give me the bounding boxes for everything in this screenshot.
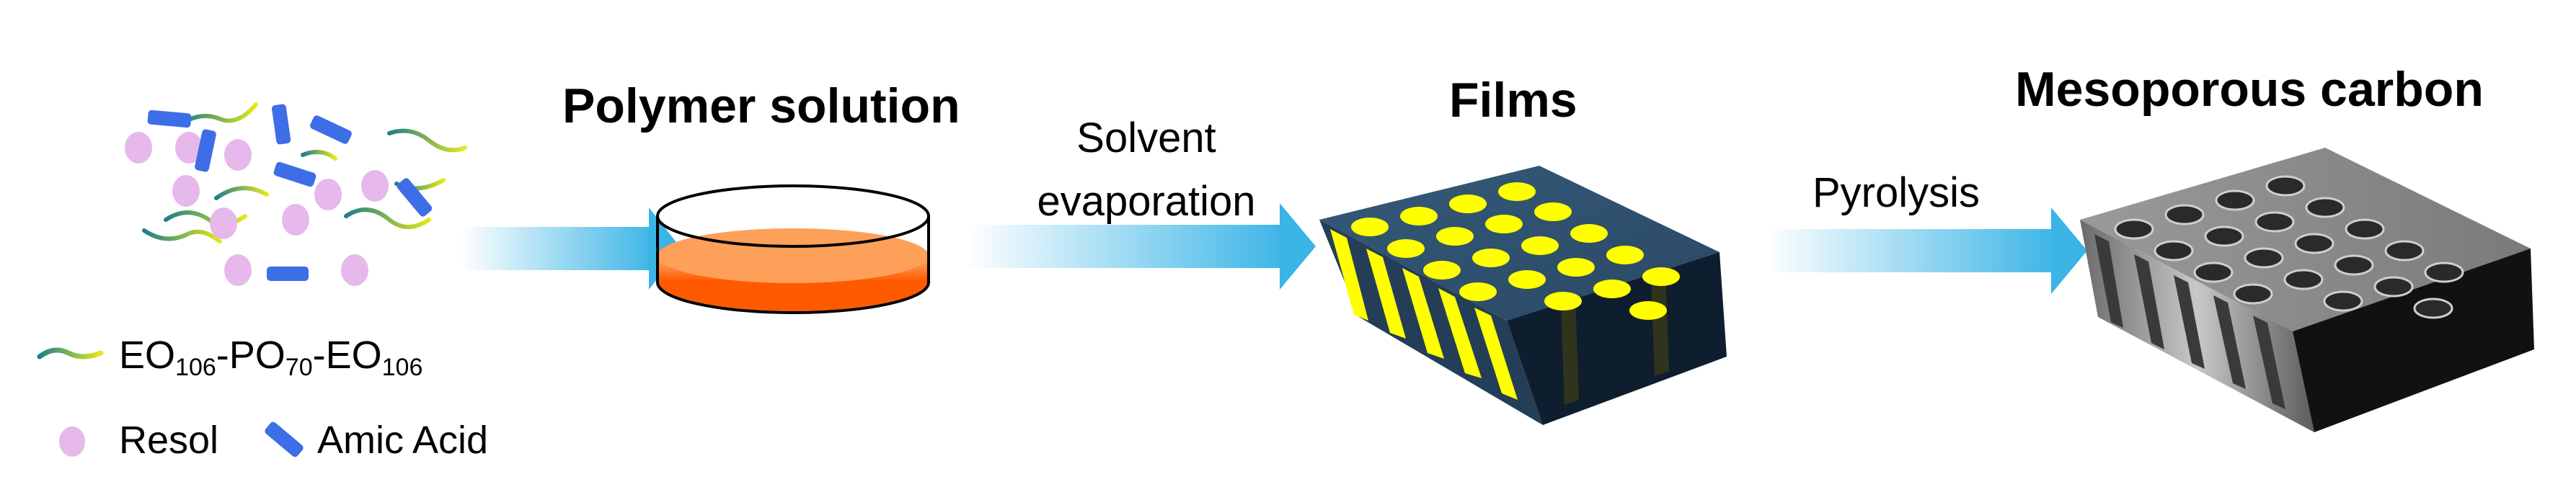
amic-acid-legend-text: Amic Acid	[317, 419, 489, 462]
arrow-2	[966, 203, 1316, 290]
petri-dish	[656, 184, 930, 314]
resol-dots	[125, 132, 389, 286]
legend-icons	[37, 347, 304, 457]
arrow-1	[461, 207, 681, 290]
polymer-solution-label: Polymer solution	[562, 79, 960, 133]
mesoporous-carbon-label: Mesoporous carbon	[2015, 62, 2484, 117]
films-block	[1319, 166, 1727, 425]
copolymer-legend-icon	[37, 347, 104, 359]
molecule-cluster	[125, 102, 467, 286]
amic-acid-legend-icon	[265, 421, 304, 457]
resol-legend-text: Resol	[119, 419, 219, 462]
arrow-3	[1766, 207, 2087, 294]
solvent-label-line1: Solvent	[1076, 115, 1216, 161]
resol-legend-icon	[59, 426, 85, 457]
films-label: Films	[1449, 73, 1577, 128]
mesoporous-carbon-block	[2080, 148, 2534, 432]
amic-acid-rods	[147, 104, 433, 281]
solvent-label-line2: evaporation	[1037, 178, 1256, 225]
pyrolysis-label: Pyrolysis	[1812, 169, 1980, 216]
solvent-evaporation-label: Solvent evaporation	[1009, 107, 1283, 233]
copolymer-legend-text: EO106-PO70-EO106	[119, 334, 423, 381]
